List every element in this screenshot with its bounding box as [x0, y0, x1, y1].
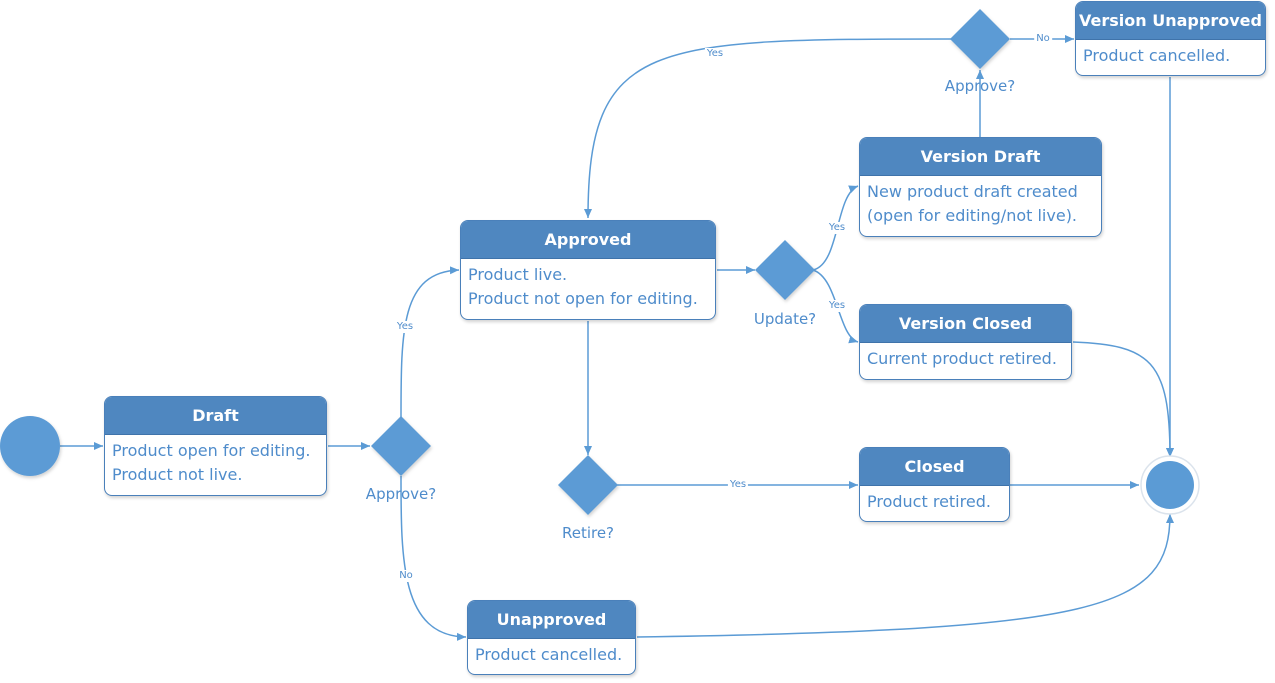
state-approved-title: Approved: [461, 221, 715, 259]
state-closed-description: Product retired.: [860, 486, 1009, 514]
state-version-closed: Version Closed Current product retired.: [859, 304, 1072, 380]
state-approved-line-2: Product not open for editing.: [468, 289, 698, 308]
edge-label-approve1-yes: Yes: [394, 321, 416, 333]
state-draft: Draft Product open for editing. Product …: [104, 396, 327, 496]
decision-label-update: Update?: [753, 310, 817, 328]
state-draft-line-1: Product open for editing.: [112, 441, 311, 460]
state-version-unapproved: Version Unapproved Product cancelled.: [1075, 1, 1266, 76]
state-version-unapproved-title: Version Unapproved: [1076, 2, 1265, 40]
state-version-draft-line-2: (open for editing/not live).: [867, 206, 1078, 225]
edge-label-retire-yes: Yes: [727, 479, 749, 491]
edge-approve2-yes-to-approved: [584, 38, 952, 219]
end-node: [1146, 461, 1194, 509]
state-approved: Approved Product live. Product not open …: [460, 220, 716, 320]
state-draft-description: Product open for editing. Product not li…: [105, 435, 326, 487]
edge-approve1-yes-to-approved: [400, 266, 460, 419]
state-draft-title: Draft: [105, 397, 326, 435]
edge-label-approve2-yes: Yes: [704, 48, 726, 60]
decision-retire: [558, 455, 618, 515]
state-closed: Closed Product retired.: [859, 447, 1010, 522]
state-version-draft-title: Version Draft: [860, 138, 1101, 176]
state-closed-title: Closed: [860, 448, 1009, 486]
decision-label-approve2: Approve?: [944, 77, 1016, 95]
state-version-closed-title: Version Closed: [860, 305, 1071, 343]
state-version-draft: Version Draft New product draft created …: [859, 137, 1102, 237]
edge-label-update-yes-draft: Yes: [826, 222, 848, 234]
state-version-draft-line-1: New product draft created: [867, 182, 1078, 201]
state-approved-line-1: Product live.: [468, 265, 568, 284]
decision-label-retire: Retire?: [561, 524, 615, 542]
edge-approve1-no-to-unapproved: [400, 475, 467, 641]
edge-version-closed-to-end: [1072, 341, 1174, 458]
state-unapproved: Unapproved Product cancelled.: [467, 600, 636, 675]
state-version-closed-line-1: Current product retired.: [867, 349, 1057, 368]
state-version-draft-description: New product draft created (open for edit…: [860, 176, 1101, 228]
start-node: [0, 416, 60, 476]
state-draft-line-2: Product not live.: [112, 465, 243, 484]
edge-label-approve2-no: No: [1034, 33, 1052, 45]
state-version-closed-description: Current product retired.: [860, 343, 1071, 371]
edge-label-update-yes-closed: Yes: [826, 300, 848, 312]
decision-update: [755, 240, 815, 300]
decision-approve1: [371, 416, 431, 476]
state-version-unapproved-line-1: Product cancelled.: [1083, 46, 1231, 65]
state-closed-line-1: Product retired.: [867, 492, 991, 511]
state-unapproved-description: Product cancelled.: [468, 639, 635, 667]
edge-label-approve1-no: No: [397, 570, 415, 582]
state-approved-description: Product live. Product not open for editi…: [461, 259, 715, 311]
edge-unapproved-to-end: [636, 513, 1174, 638]
state-version-unapproved-description: Product cancelled.: [1076, 40, 1265, 68]
decision-approve2: [950, 9, 1010, 69]
state-unapproved-line-1: Product cancelled.: [475, 645, 623, 664]
decision-label-approve1: Approve?: [365, 485, 437, 503]
state-unapproved-title: Unapproved: [468, 601, 635, 639]
